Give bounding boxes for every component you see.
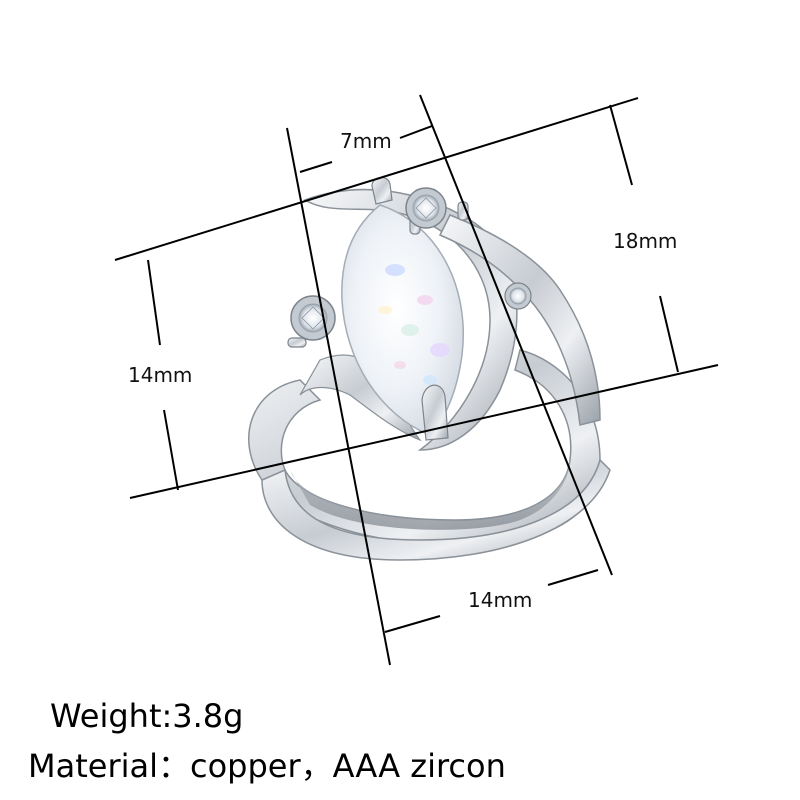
dim-line-bottom [129,364,719,499]
zircon-right [504,282,532,310]
ring-swoosh-right [438,214,601,426]
dim-label-ring-height: 14mm [128,363,192,387]
material-text: Material：copper，AAA zircon [28,747,506,785]
ring-band-front [261,458,611,561]
dim-line-top [114,97,639,261]
dim-label-stone-width: 7mm [340,129,392,153]
dim-label-stone-length: 18mm [613,229,677,253]
opal-flecks [378,264,450,385]
zircon-left [290,295,336,341]
dimension-lines [114,94,719,666]
ring-image [248,176,611,561]
weight-text: Weight:3.8g [50,697,244,735]
dim-line-right-vertical [419,94,613,576]
dim-line-left-vertical [286,127,391,666]
dim-label-band-width: 14mm [468,588,532,612]
zircon-top [405,187,447,229]
